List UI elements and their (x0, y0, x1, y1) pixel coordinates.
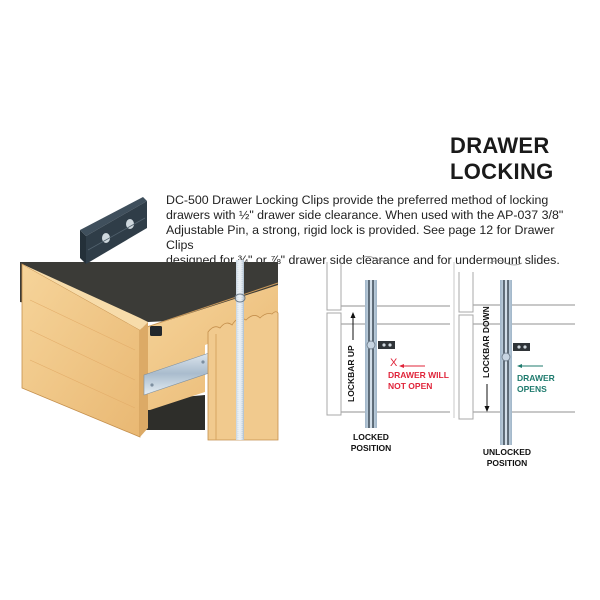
description-line: DC-500 Drawer Locking Clips provide the … (166, 193, 549, 207)
lockbar (234, 260, 246, 440)
description-line: Adjustable Pin, a strong, rigid lock is … (166, 223, 555, 252)
title-line-1: DRAWER (450, 133, 550, 158)
mounted-clip-icon (150, 326, 162, 336)
title-line-2: LOCKING (450, 159, 554, 184)
drawer-will-not-open-label: DRAWER WILL NOT OPEN (388, 370, 449, 391)
page-title: DRAWER LOCKING (450, 133, 590, 185)
dc500-clip-icon (80, 197, 147, 264)
description-line: drawers with ½" drawer side clearance. W… (166, 208, 564, 222)
drawer-opens-label: DRAWER OPENS (517, 373, 555, 394)
unlocked-position-caption: UNLOCKED POSITION (482, 447, 532, 468)
x-icon: X (390, 357, 398, 369)
locked-diagram (326, 256, 455, 428)
lockbar-up-label: LOCKBAR UP (346, 345, 356, 402)
unlocked-diagram (458, 260, 575, 445)
locked-position-caption: LOCKED POSITION (350, 432, 392, 453)
lockbar-down-label: LOCKBAR DOWN (481, 306, 491, 378)
